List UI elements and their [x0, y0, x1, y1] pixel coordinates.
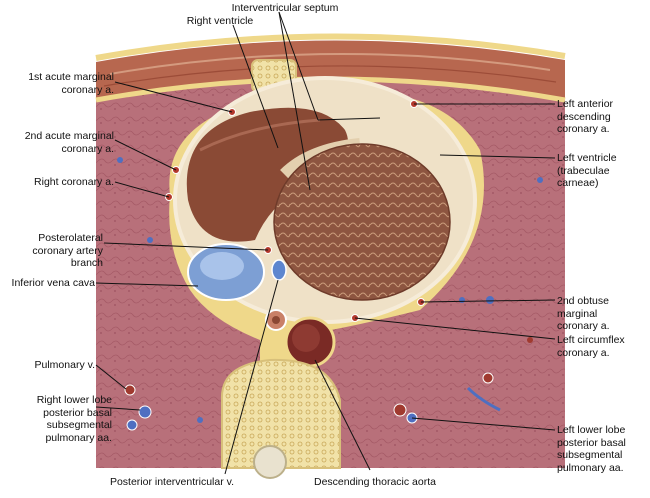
label-left-circumflex: Left circumflex coronary a.: [557, 334, 625, 359]
label-pulmonary-v: Pulmonary v.: [34, 359, 96, 371]
left-ventricle-cavity: [274, 144, 450, 300]
leader-lines: [95, 11, 556, 475]
chest-wall-muscle-stripes: [109, 52, 551, 75]
label-right-coronary: Right coronary a.: [34, 176, 114, 188]
label-descending-thoracic-aorta: Descending thoracic aorta: [314, 476, 436, 488]
label-right-lower-lobe: Right lower lobe posterior basal subsegm…: [36, 394, 112, 444]
right-ventricle-cavity: [186, 107, 348, 242]
label-second-obtuse-marginal: 2nd obtuse marginal coronary a.: [557, 295, 610, 332]
label-inferior-vena-cava: Inferior vena cava: [11, 277, 95, 289]
label-posterior-interventricular: Posterior interventricular v.: [109, 476, 235, 488]
fat-layer: [95, 33, 566, 61]
lung-vessels: [117, 157, 543, 431]
chest-wall-muscle: [96, 40, 565, 98]
label-right-ventricle: Right ventricle: [186, 15, 254, 27]
label-posterolateral-branch: Posterolateral coronary artery branch: [32, 232, 103, 269]
label-interventricular-septum: Interventricular septum: [231, 2, 339, 14]
label-first-acute-marginal: 1st acute marginal coronary a.: [28, 71, 114, 96]
label-left-anterior-descending: Left anterior descending coronary a.: [557, 98, 614, 135]
vertebra: [220, 358, 341, 469]
label-left-ventricle: Left ventricle (trabeculae carneae): [557, 152, 617, 189]
label-second-acute-marginal: 2nd acute marginal coronary a.: [24, 130, 114, 155]
posterior-interventricular-vein-shape: [271, 259, 287, 281]
spinal-canal: [253, 445, 287, 479]
label-left-lower-lobe: Left lower lobe posterior basal subsegme…: [557, 424, 626, 474]
